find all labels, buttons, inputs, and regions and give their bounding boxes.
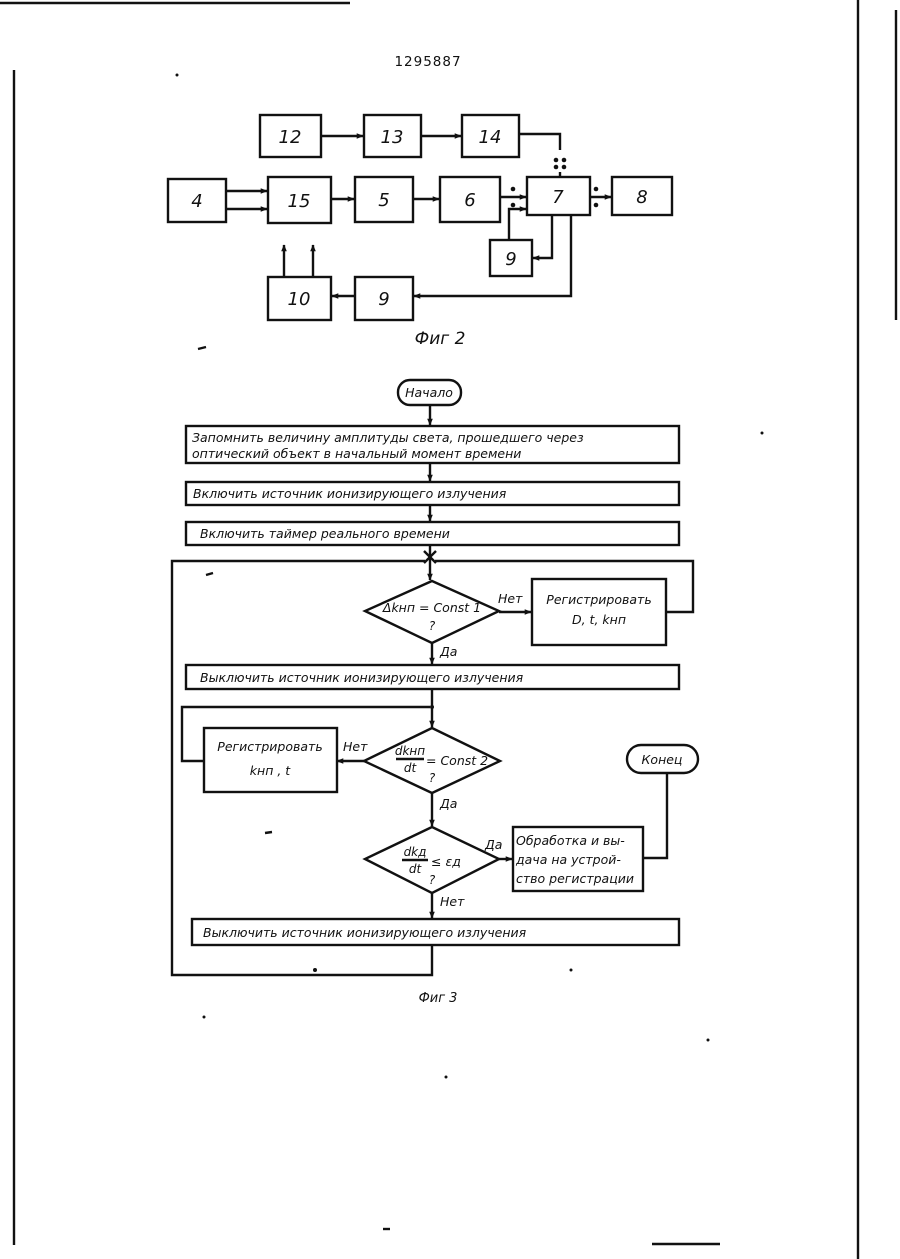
arrow-7-9-upper [533, 215, 552, 258]
figure-3-flowchart: Начало Запомнить величину амплитуды свет… [172, 380, 698, 975]
block-12-label: 12 [279, 127, 302, 148]
end-label: Конец [642, 752, 683, 767]
label-no-2: Нет [343, 739, 368, 754]
step-4-label: Выключить источник ионизирующего излучен… [200, 670, 524, 685]
step-3-label: Включить таймер реального времени [200, 526, 450, 541]
start-label: Начало [405, 385, 453, 400]
label-yes-2: Да [439, 796, 457, 811]
label-no-3: Нет [440, 894, 465, 909]
decision-2-denominator: dt [404, 761, 418, 775]
block-4-label: 4 [191, 191, 202, 212]
line-14-7 [519, 134, 560, 150]
action-2-line-1: Регистрировать [217, 739, 322, 754]
action-3-line-2: дача на устрой- [515, 852, 621, 867]
decision-2-numerator: dkнп [395, 744, 425, 758]
decision-3-question: ? [429, 873, 436, 887]
action-2-line-2: kнп , t [250, 763, 292, 778]
decision-3-rest: ≤ εд [431, 854, 461, 869]
label-no-1: Нет [498, 591, 523, 606]
block-9-lower-label: 9 [378, 289, 389, 310]
block-13-label: 13 [381, 127, 404, 148]
line-to-end [643, 772, 667, 858]
decision-1-question: ? [429, 619, 436, 633]
decision-1-label: Δkнп = Const 1 [382, 600, 481, 615]
step-1-line-1: Запомнить величину амплитуды света, прош… [192, 430, 584, 445]
decision-3-denominator: dt [409, 862, 423, 876]
action-3-line-3: ство регистрации [516, 871, 634, 886]
scan-specks [176, 74, 764, 1230]
label-yes-1: Да [439, 644, 457, 659]
block-5-label: 5 [378, 190, 389, 211]
block-10-label: 10 [288, 289, 311, 310]
block-6-label: 6 [464, 190, 475, 211]
action-register-k-t [204, 728, 337, 792]
block-14-label: 14 [479, 127, 502, 148]
action-1-line-1: Регистрировать [546, 592, 651, 607]
block-7-label: 7 [552, 187, 564, 208]
arrow-9-upper-7 [509, 209, 526, 240]
block-9-upper-label: 9 [505, 249, 516, 270]
figure-2-caption: Фиг 2 [415, 329, 466, 349]
action-1-line-2: D, t, kнп [572, 612, 626, 627]
action-3-line-1: Обработка и вы- [516, 833, 625, 848]
step-1-line-2: оптический объект в начальный момент вре… [192, 446, 521, 461]
decision-2-question: ? [429, 771, 436, 785]
block-15-label: 15 [288, 191, 311, 212]
decision-3-numerator: dkд [404, 845, 427, 859]
figure-3-caption: Фиг 3 [419, 991, 458, 1006]
step-5-label: Выключить источник ионизирующего излучен… [203, 925, 527, 940]
document-number: 1295887 [394, 54, 461, 70]
decision-2-rest: = Const 2 [426, 753, 488, 768]
label-yes-3: Да [484, 837, 502, 852]
step-2-label: Включить источник ионизирующего излучени… [193, 486, 507, 501]
block-8-label: 8 [636, 187, 647, 208]
figure-2-block-diagram: 12 13 14 4 15 5 6 7 8 9 [168, 115, 672, 320]
